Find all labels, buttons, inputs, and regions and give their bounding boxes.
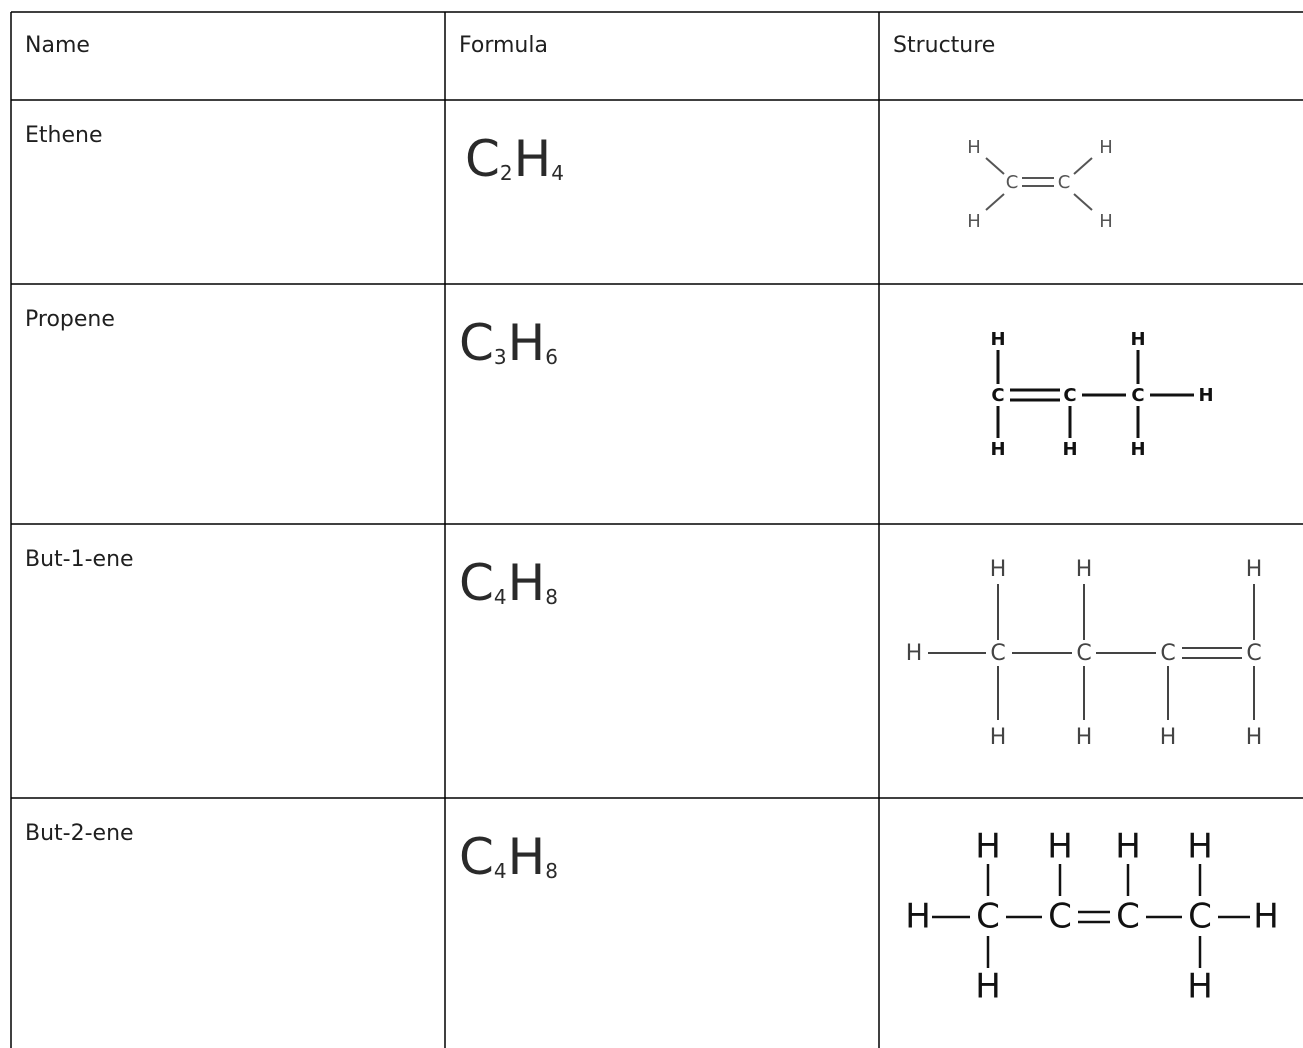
formula-hydrogen-count: 8 <box>545 859 558 883</box>
formula-carbon: C <box>465 130 500 188</box>
formula-carbon-count: 4 <box>493 859 507 883</box>
formula-carbon: C <box>459 828 494 886</box>
formula-propene: C3H6 <box>459 314 559 372</box>
name-but-1-ene: But-1-ene <box>25 547 134 572</box>
formula-carbon-count: 4 <box>493 585 507 609</box>
header-formula: Formula <box>459 33 548 58</box>
formula-hydrogen-count: 8 <box>545 585 558 609</box>
formula-carbon-count: 3 <box>493 345 507 369</box>
formula-hydrogen: H <box>507 554 546 612</box>
formula-hydrogen: H <box>507 314 546 372</box>
formula-hydrogen-count: 4 <box>551 161 564 185</box>
formula-but-2-ene: C4H8 <box>459 828 559 886</box>
header-structure: Structure <box>893 33 996 58</box>
formula-hydrogen: H <box>513 130 552 188</box>
formula-carbon-count: 2 <box>499 161 513 185</box>
name-ethene: Ethene <box>25 123 103 148</box>
name-propene: Propene <box>25 307 115 332</box>
name-but-2-ene: But-2-ene <box>25 821 134 846</box>
formula-hydrogen-count: 6 <box>545 345 558 369</box>
formula-carbon: C <box>459 554 494 612</box>
formula-ethene: C2H4 <box>465 130 565 188</box>
formula-hydrogen: H <box>507 828 546 886</box>
header-name: Name <box>25 33 90 58</box>
formula-but-1-ene: C4H8 <box>459 554 559 612</box>
formula-carbon: C <box>459 314 494 372</box>
